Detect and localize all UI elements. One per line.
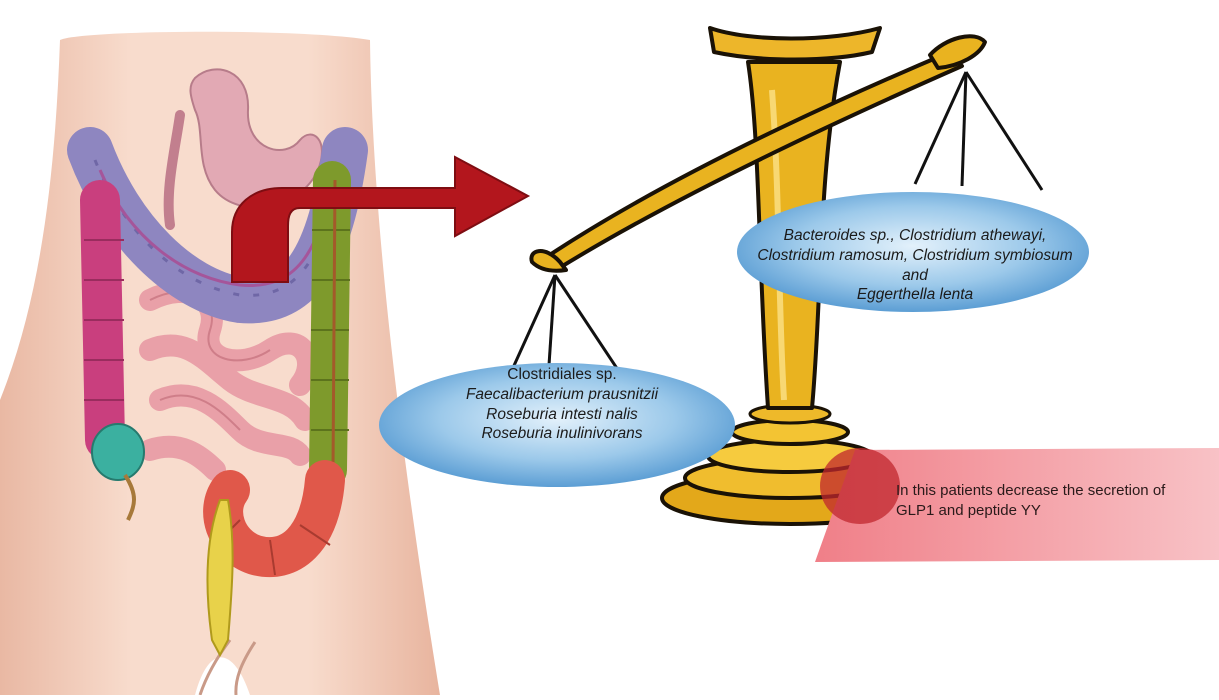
left-pan-line-4: Roseburia inulinivorans [392,424,732,444]
left-pan-line-1: Clostridiales sp. [392,365,732,385]
note-text: In this patients decrease the secretion … [896,481,1196,522]
note-line-2: GLP1 and peptide YY [896,501,1196,521]
right-pan-line-3: Eggerthella lenta [745,285,1085,305]
left-pan-text: Clostridiales sp. Faecalibacterium praus… [392,365,732,444]
left-pan-line-2: Faecalibacterium prausnitzii [392,385,732,405]
cecum [92,424,144,480]
abdomen-illustration [0,32,440,695]
beam-end-right [930,36,985,68]
note-line-1: In this patients decrease the secretion … [896,481,1196,501]
left-pan-line-3: Roseburia intesti nalis [392,405,732,425]
scale-top-cap [710,28,880,60]
right-pan-line-2: Clostridium ramosum, Clostridium symbios… [745,246,1085,286]
right-pan-line-1: Bacteroides sp., Clostridium athewayi, [745,226,1085,246]
right-pan-text: Bacteroides sp., Clostridium athewayi, C… [745,226,1085,305]
descending-colon [328,180,332,470]
note-highlight-circle [820,448,900,524]
